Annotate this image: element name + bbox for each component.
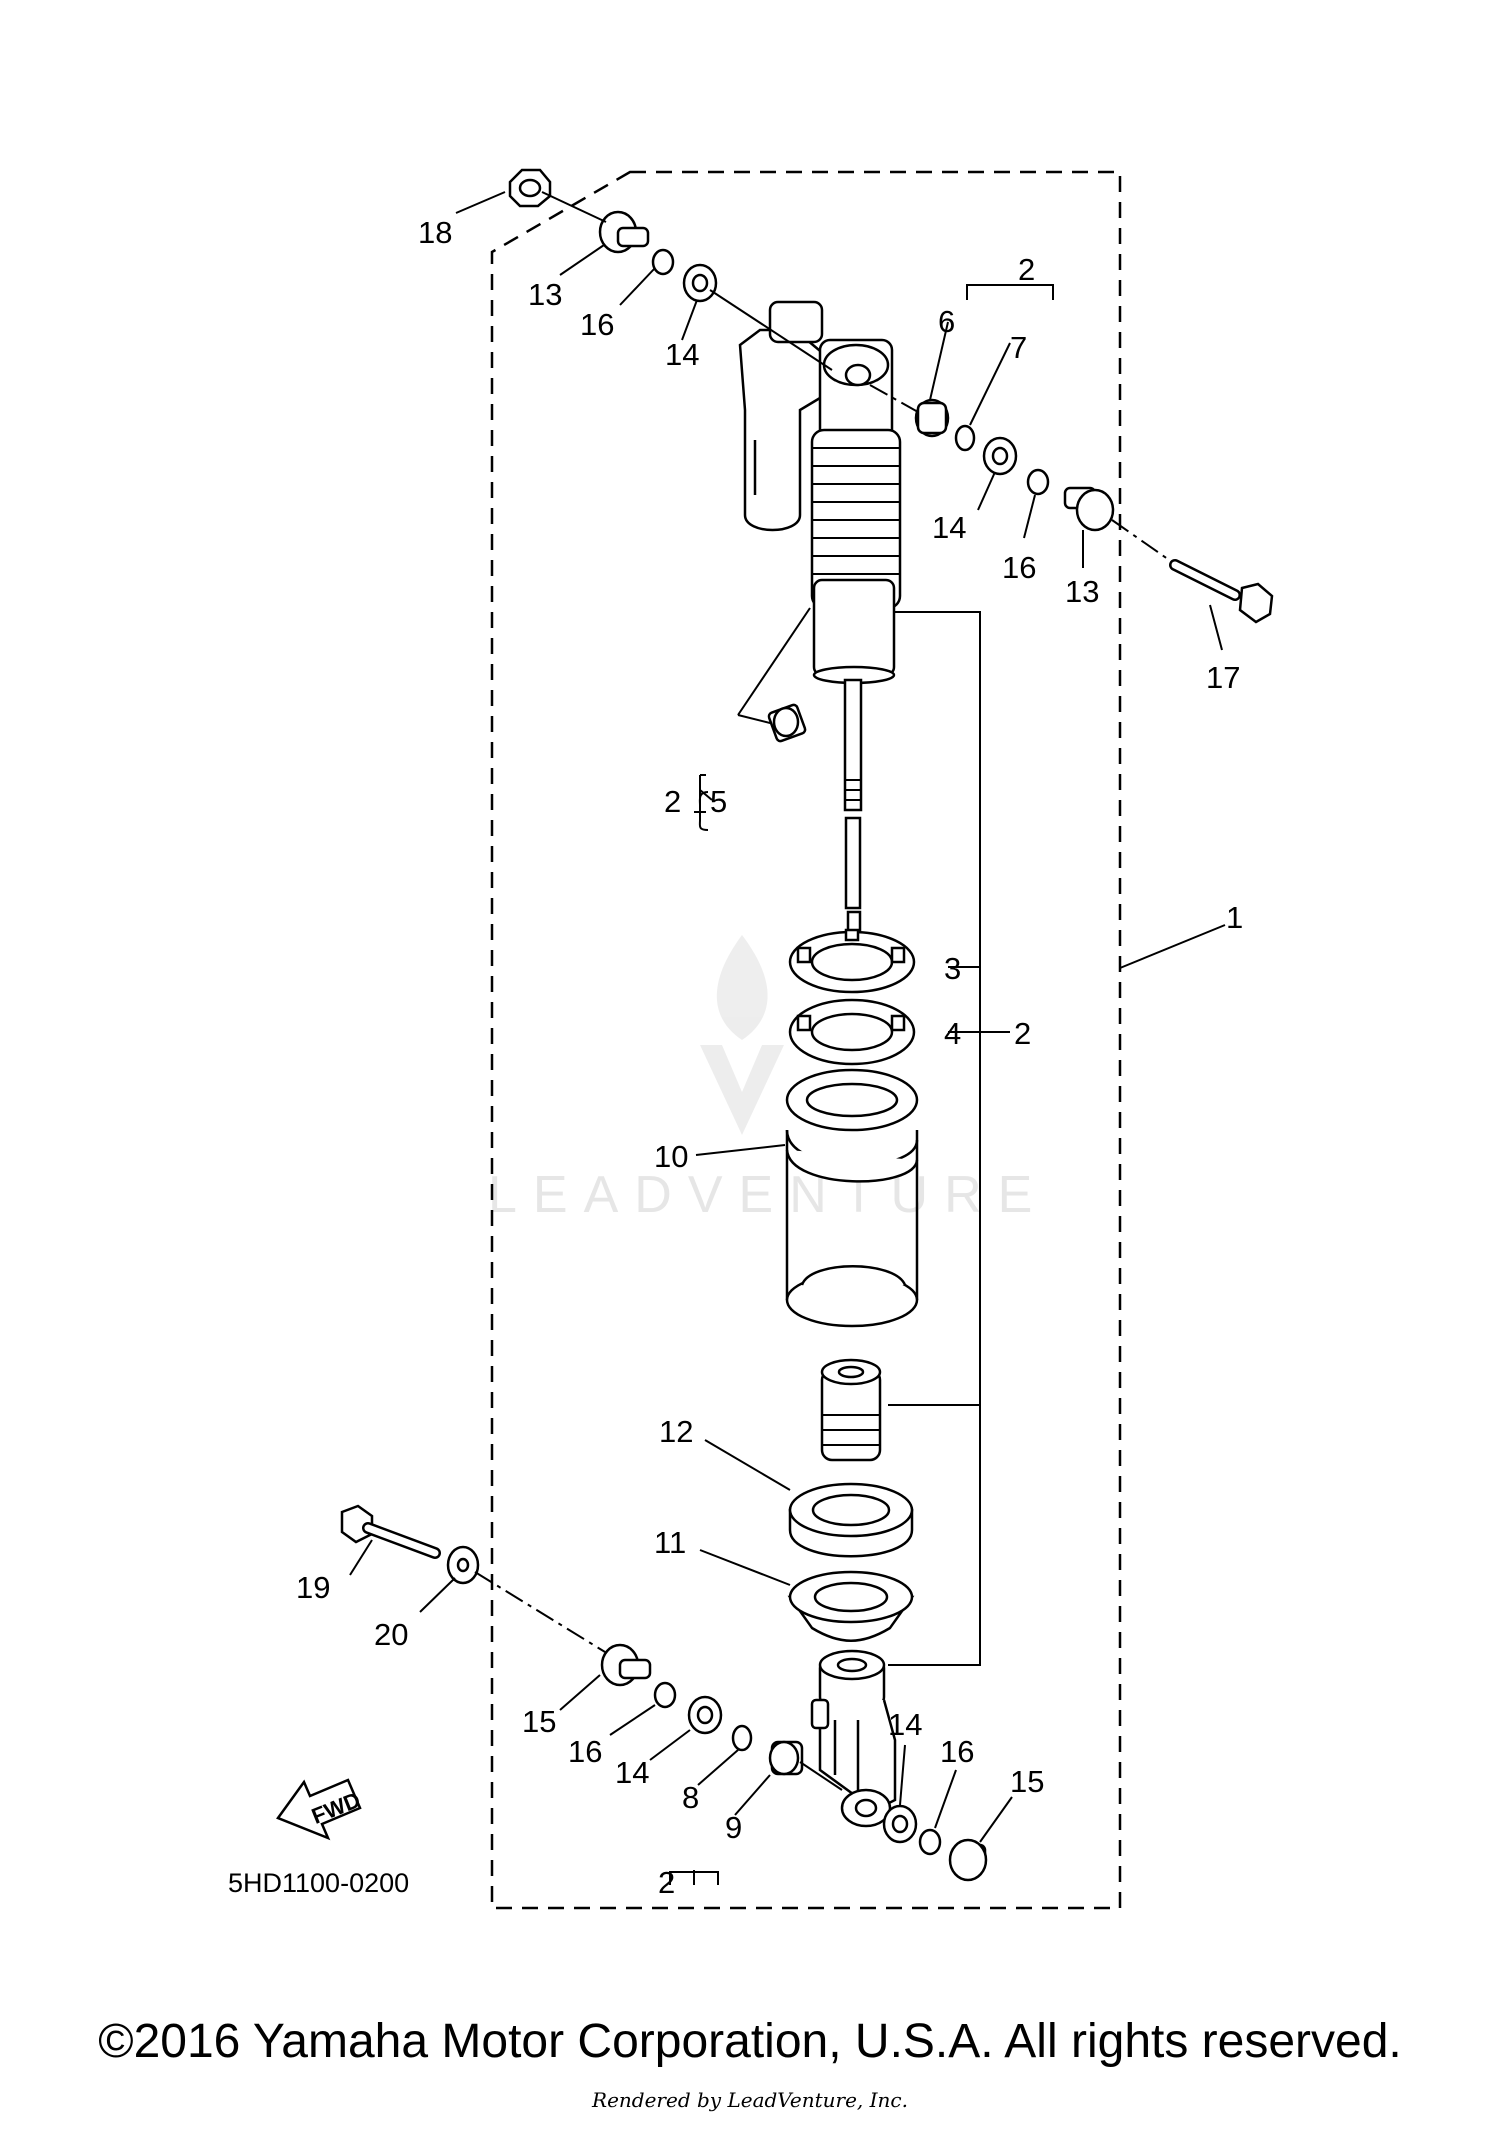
upper-axis-lines [541, 191, 1173, 563]
callout-7: 7 [1010, 330, 1027, 365]
callout-17: 17 [1206, 660, 1240, 695]
callout-16-c: 16 [568, 1734, 602, 1769]
callout-13-left: 13 [528, 277, 562, 312]
callout-13-right: 13 [1065, 574, 1099, 609]
callout-19: 19 [296, 1570, 330, 1605]
callout-9: 9 [725, 1810, 742, 1845]
callout-14-d: 14 [888, 1707, 922, 1742]
watermark-text: LEADVENTURE [488, 1166, 1048, 1224]
shock-absorber-body [738, 300, 902, 812]
lower-hardware [340, 1504, 988, 1882]
part-12-seat [788, 1482, 914, 1558]
leader-lines [349, 191, 1223, 1843]
part-4-ring-nut [788, 998, 916, 1066]
upper-hardware [508, 168, 1274, 624]
callout-1: 1 [1226, 900, 1243, 935]
callout-15-right: 15 [1010, 1764, 1044, 1799]
lower-axis-lines [474, 1571, 843, 1791]
fwd-arrow-icon: FWD [276, 1778, 364, 1841]
callout-11: 11 [654, 1525, 686, 1560]
part-11-seat [787, 1570, 915, 1642]
callout-2-bottom: 2 [658, 1865, 675, 1900]
assembly-outline [490, 170, 1122, 1910]
callout-16-b: 16 [1002, 550, 1036, 585]
callout-5: 5 [710, 784, 727, 819]
part-10-spring [785, 1068, 919, 1328]
rendered-by-credit: Rendered by LeadVenture, Inc. [592, 2088, 908, 2112]
callout-14-a: 14 [665, 337, 699, 372]
callout-4: 4 [944, 1016, 961, 1051]
callout-14-c: 14 [615, 1755, 649, 1790]
callout-2-mid: 2 [1014, 1016, 1031, 1051]
callout-16-a: 16 [580, 307, 614, 342]
leadventure-watermark: LEADVENTURE [488, 935, 1048, 1224]
callout-15-left: 15 [522, 1704, 556, 1739]
bump-stopper [820, 1358, 882, 1462]
callout-2-top: 2 [1018, 252, 1035, 287]
callout-14-b: 14 [932, 510, 966, 545]
callout-10: 10 [654, 1139, 688, 1174]
callout-18: 18 [418, 215, 452, 250]
part-5-nut [767, 703, 807, 743]
callout-6: 6 [938, 304, 955, 339]
callout-labels: 1 2 2 2 2 3 4 5 6 7 8 9 10 11 12 13 13 1… [296, 215, 1243, 1900]
callout-12: 12 [659, 1414, 693, 1449]
part-3-ring-nut [788, 928, 916, 994]
callout-20: 20 [374, 1617, 408, 1652]
lower-clevis [810, 1649, 897, 1828]
copyright-notice: ©2016 Yamaha Motor Corporation, U.S.A. A… [98, 2015, 1402, 2068]
callout-2-5-bracket [694, 791, 709, 831]
callout-2-left: 2 [664, 784, 681, 819]
callout-16-d: 16 [940, 1734, 974, 1769]
diagram-code: 5HD1100-0200 [228, 1868, 409, 1898]
callout-3: 3 [944, 951, 961, 986]
callout-8: 8 [682, 1780, 699, 1815]
